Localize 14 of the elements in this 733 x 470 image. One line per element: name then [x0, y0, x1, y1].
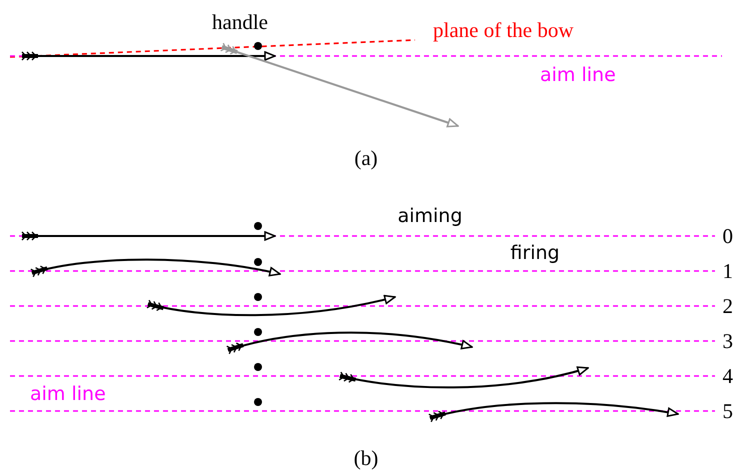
line-label: aim line	[30, 385, 106, 404]
frame-number: 5	[722, 401, 733, 422]
line-label: plane of the bow	[433, 20, 574, 41]
frame-number: 4	[722, 366, 733, 387]
panel-label: (b)	[354, 448, 378, 469]
frame-number: 3	[722, 331, 733, 352]
frame-number: 1	[722, 261, 733, 282]
frame-number: 2	[722, 296, 733, 317]
panel-label: (a)	[354, 148, 378, 169]
part-label: handle	[212, 12, 268, 33]
state-label: firing	[510, 244, 560, 263]
state-label: aiming	[398, 207, 462, 226]
line-label: aim line	[540, 66, 616, 85]
frame-number: 0	[722, 226, 733, 247]
